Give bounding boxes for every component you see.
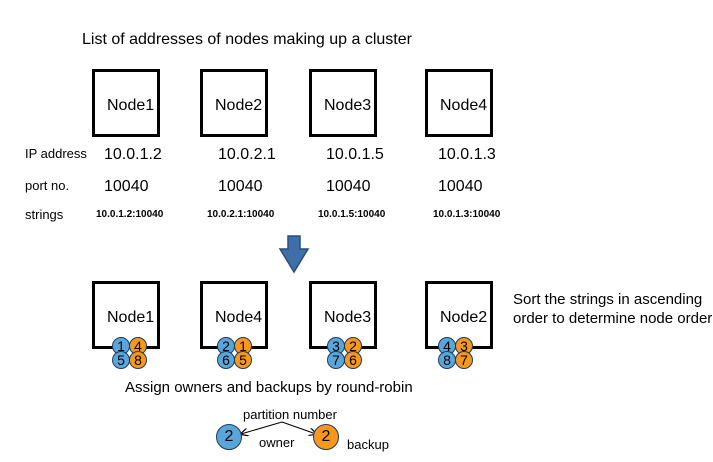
port-value: 10040: [326, 178, 371, 195]
legend-owner-circle: 2: [216, 424, 242, 450]
top-node-2: Node2: [200, 69, 268, 137]
legend-backup-label: backup: [347, 437, 389, 452]
ip-value: 10.0.1.5: [326, 146, 384, 163]
node-label: Node1: [107, 309, 155, 326]
port-value: 10040: [438, 178, 483, 195]
bottom-node-3: Node3: [309, 281, 377, 349]
backup-partition-circle: 8: [129, 351, 147, 369]
legend-partition-label: partition number: [243, 407, 337, 422]
ip-address-label: IP address: [25, 146, 87, 161]
node-label: Node3: [324, 97, 372, 114]
legend-owner-label: owner: [259, 435, 295, 450]
ip-value: 10.0.2.1: [218, 146, 276, 163]
top-node-4: Node4: [425, 69, 493, 137]
backup-partition-circle: 6: [344, 351, 362, 369]
ip-value: 10.0.1.2: [104, 146, 162, 163]
legend-backup-circle: 2: [313, 424, 339, 450]
string-value: 10.0.1.2:10040: [96, 209, 164, 220]
backup-partition-circle: 5: [234, 351, 252, 369]
node-label: Node2: [215, 97, 263, 114]
sort-note: Sort the strings in ascending order to d…: [513, 291, 713, 327]
top-node-1: Node1: [92, 69, 160, 137]
diagram-title: List of addresses of nodes making up a c…: [82, 31, 412, 48]
assign-note: Assign owners and backups by round-robin: [125, 379, 413, 396]
backup-partition-circle: 7: [455, 351, 473, 369]
node-label: Node1: [107, 97, 155, 114]
port-value: 10040: [104, 178, 149, 195]
strings-label: strings: [25, 207, 64, 222]
node-label: Node4: [440, 97, 488, 114]
port-label: port no.: [25, 178, 70, 193]
top-node-3: Node3: [309, 69, 377, 137]
port-value: 10040: [218, 178, 263, 195]
node-label: Node2: [440, 309, 488, 326]
node-label: Node3: [324, 309, 372, 326]
node-label: Node4: [215, 309, 263, 326]
string-value: 10.0.1.3:10040: [433, 209, 501, 220]
backup-partition-circle: 3: [455, 337, 473, 355]
ip-value: 10.0.1.3: [438, 146, 496, 163]
string-value: 10.0.2.1:10040: [207, 209, 275, 220]
string-value: 10.0.1.5:10040: [318, 209, 386, 220]
